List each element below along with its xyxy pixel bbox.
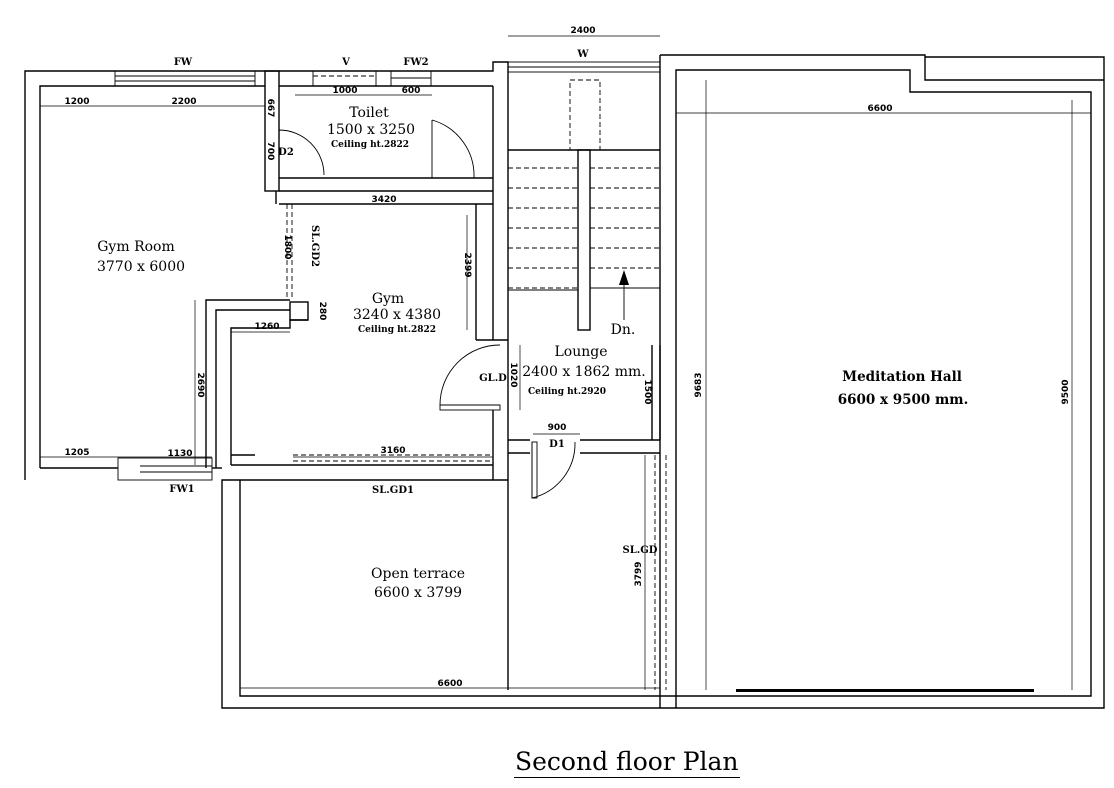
dimension-texts: 2400 1200 2200 667 700 1000 600 3420 180… [64,26,1071,689]
label-d1: D1 [549,439,565,450]
dim-1260: 1260 [254,322,279,332]
dim-6600-top: 6600 [867,104,892,114]
label-v: V [341,57,350,68]
dimension-lines [40,35,1091,692]
dim-2200: 2200 [171,97,196,107]
gym-ceiling: Ceiling ht.2822 [358,325,436,335]
label-gld: GL.D [479,373,507,384]
open-terrace-size: 6600 x 3799 [374,585,462,601]
lounge-size: 2400 x 1862 mm. [522,364,646,380]
dim-1800: 1800 [282,234,292,259]
label-slgd: SL.GD [623,545,658,556]
toilet-ceiling: Ceiling ht.2822 [331,140,409,150]
lounge-name: Lounge [554,344,607,360]
gym-label: Gym 3240 x 4380 Ceiling ht.2822 [353,291,441,335]
windows [114,61,661,481]
dim-2690: 2690 [195,372,205,397]
label-fw2: FW2 [403,57,428,68]
open-terrace-name: Open terrace [371,566,465,582]
dim-2400: 2400 [570,26,595,36]
label-fw1: FW1 [169,484,194,495]
dim-1200: 1200 [64,97,89,107]
gym-name: Gym [372,291,404,307]
open-terrace-label: Open terrace 6600 x 3799 [371,566,465,601]
dim-600: 600 [402,86,421,96]
dim-3160: 3160 [380,446,405,456]
dim-3420: 3420 [371,195,396,205]
dim-1000: 1000 [332,86,357,96]
lounge-walls [507,345,667,690]
meditation-hall-label: Meditation Hall 6600 x 9500 mm. [838,369,969,408]
gym-room-size: 3770 x 6000 [97,259,185,275]
dim-700: 700 [265,142,275,161]
dim-280: 280 [317,302,327,321]
meditation-hall-size: 6600 x 9500 mm. [838,392,969,408]
label-w: W [576,49,589,60]
gym-room-name: Gym Room [97,239,175,255]
dim-9683: 9683 [694,372,704,397]
dim-1130: 1130 [167,449,192,459]
dim-1500: 1500 [642,379,652,404]
label-slgd2: SL.GD2 [309,225,320,267]
meditation-hall-name: Meditation Hall [842,369,962,385]
toilet-name: Toilet [349,105,389,121]
plan-title: Second floor Plan [514,747,740,778]
dim-1205: 1205 [64,448,89,458]
dim-900: 900 [548,423,567,433]
dim-6600-bottom: 6600 [437,679,462,689]
dim-9500: 9500 [1061,379,1071,404]
gym-size: 3240 x 4380 [353,307,441,323]
label-d2: D2 [278,147,294,158]
dim-667: 667 [265,99,275,118]
opening-labels: FW V FW2 W FW1 D2 D1 GL.D SL.GD1 SL.GD2 … [169,49,657,556]
label-dn: Dn. [611,322,636,338]
lounge-ceiling: Ceiling ht.2920 [528,387,606,397]
gym-walls [205,204,508,480]
outer-walls [24,54,1105,709]
gym-room-label: Gym Room 3770 x 6000 [97,239,185,275]
label-slgd1: SL.GD1 [372,485,414,496]
dim-2399: 2399 [462,252,472,277]
toilet-size: 1500 x 3250 [327,122,415,138]
label-fw: FW [174,57,193,68]
dim-3799: 3799 [634,561,644,586]
toilet-label: Toilet 1500 x 3250 Ceiling ht.2822 [327,105,415,150]
dim-1020: 1020 [508,362,518,387]
lounge-label: Lounge 2400 x 1862 mm. Ceiling ht.2920 [522,344,646,397]
staircase [508,79,660,331]
